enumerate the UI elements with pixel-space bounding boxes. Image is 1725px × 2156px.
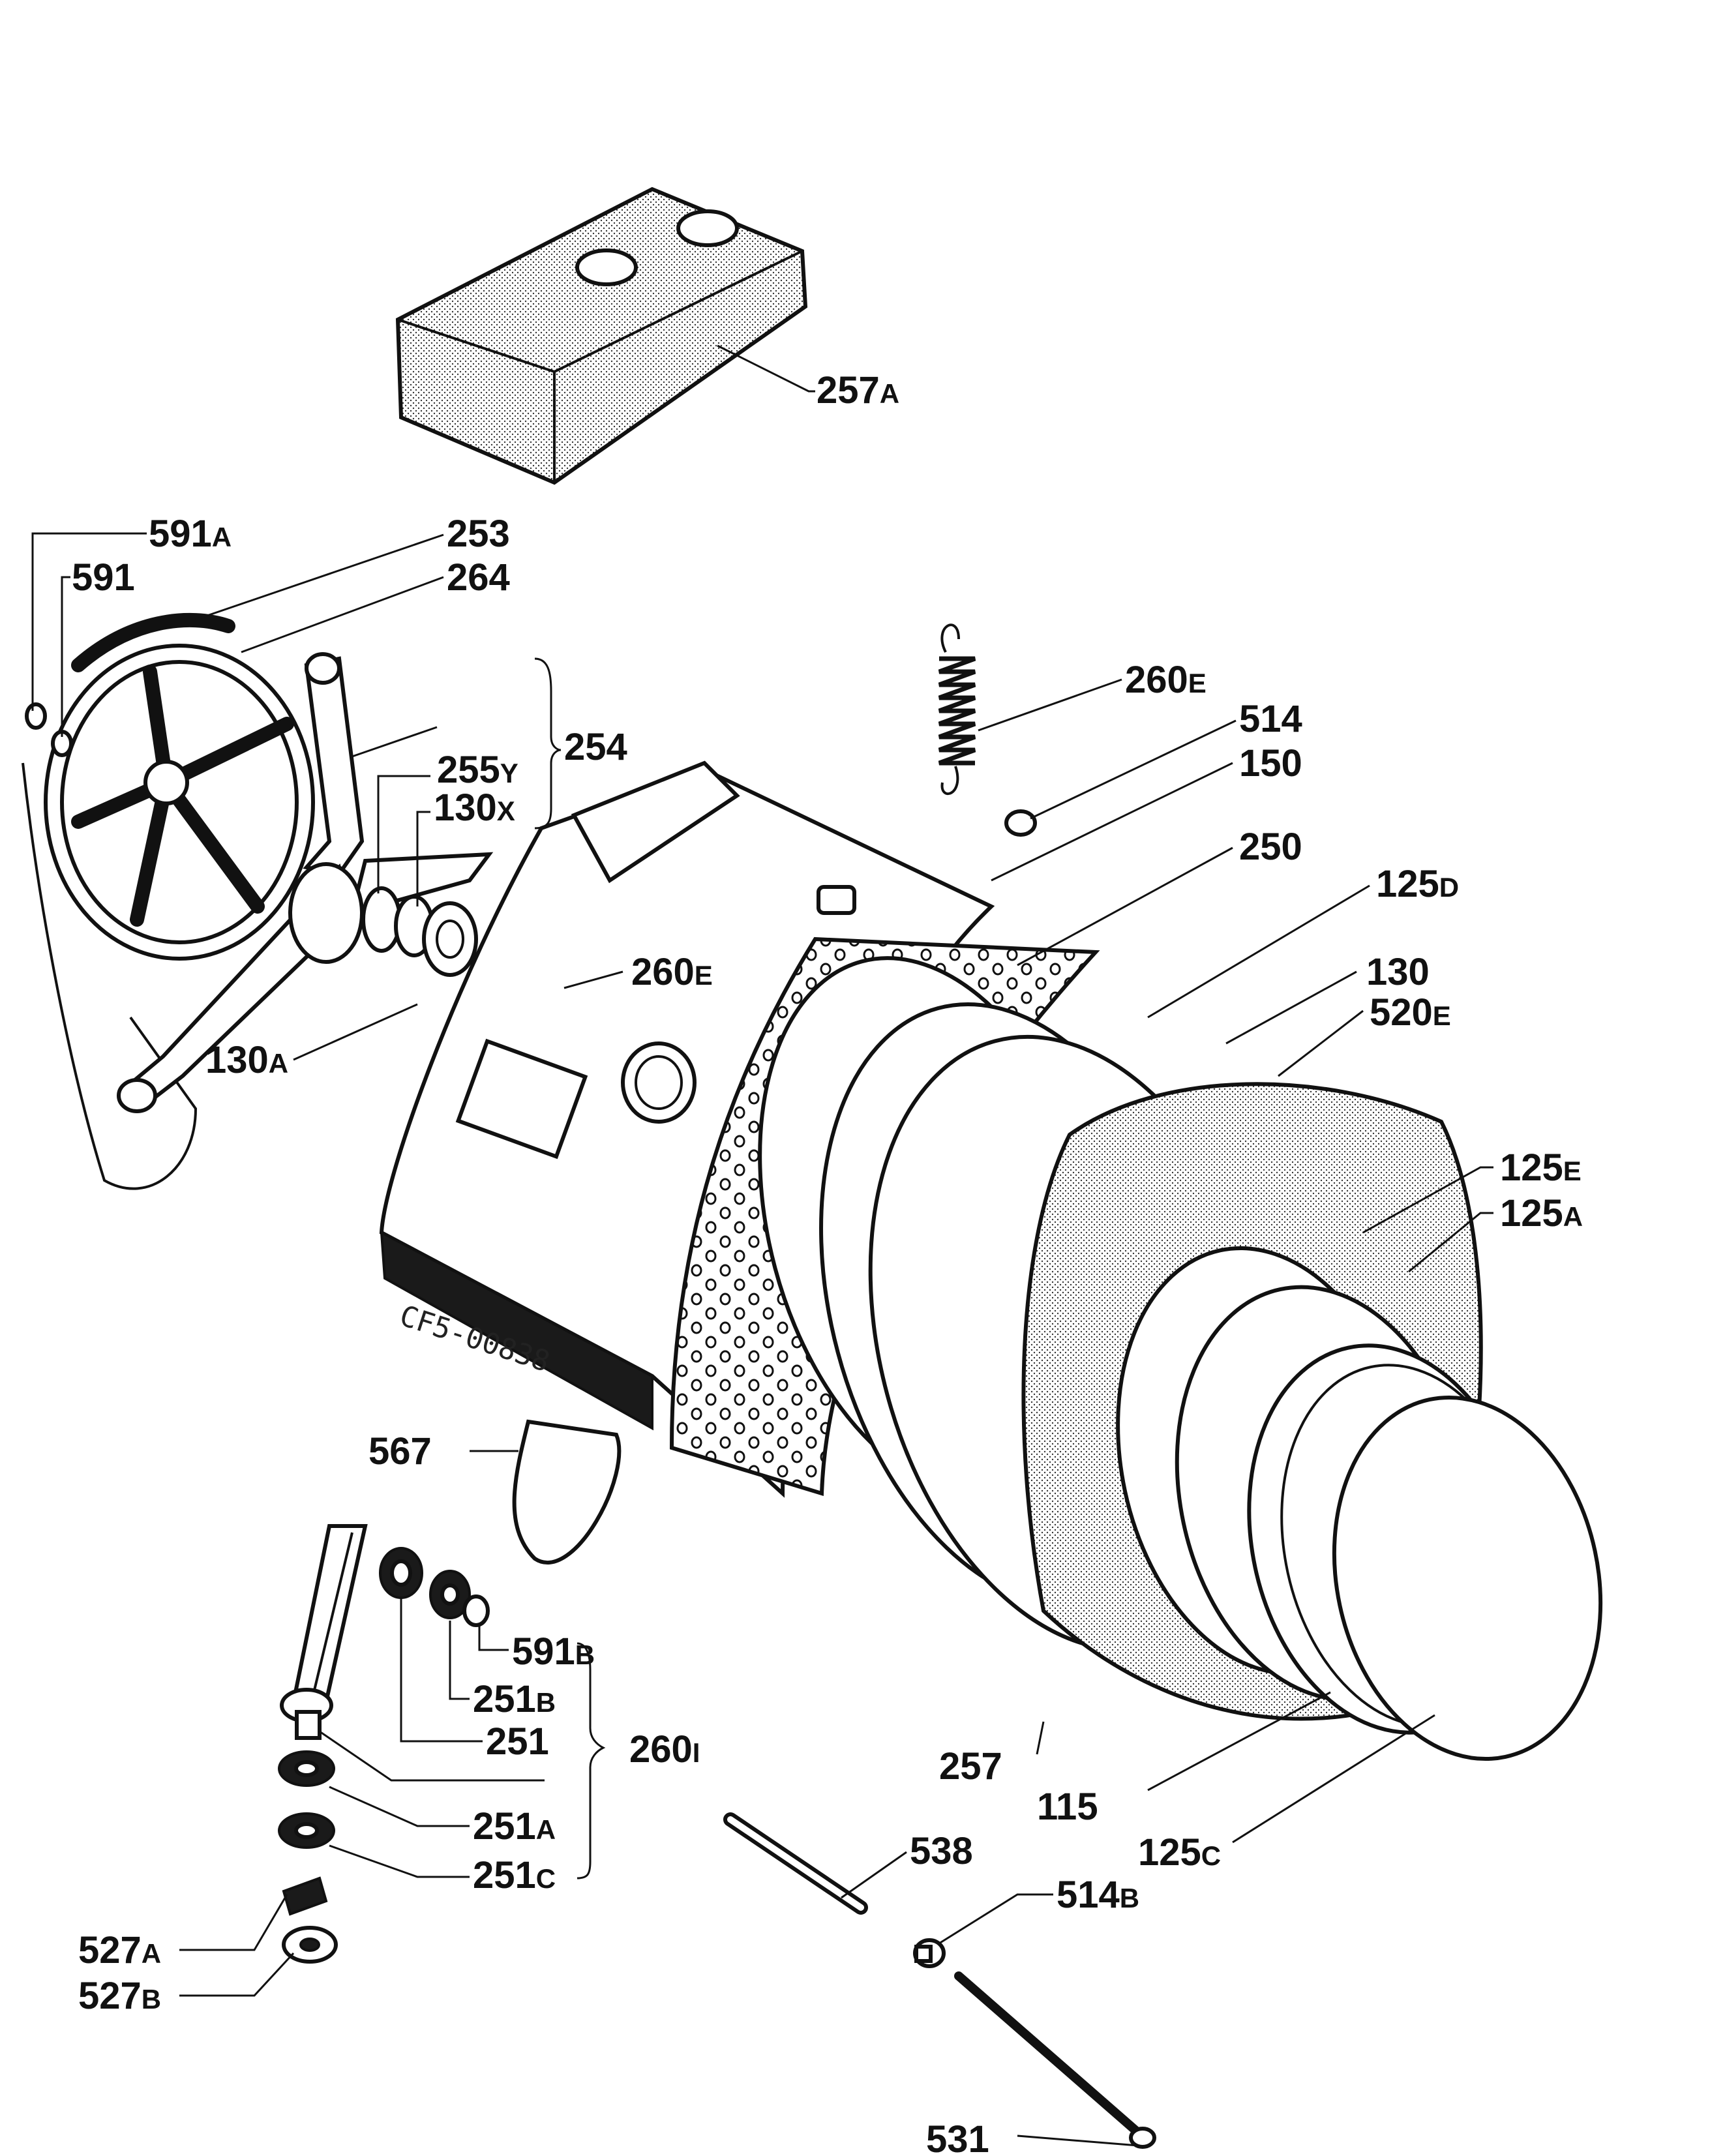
grommet-top [1004, 809, 1037, 837]
label-514: 514 [1239, 698, 1302, 740]
seal-clamp-rings [1247, 1343, 1603, 1761]
label-527b: 527B [78, 1975, 161, 2017]
label-115: 115 [1037, 1786, 1098, 1828]
counterweight-top [395, 187, 808, 485]
label-130x: 130X [434, 786, 515, 829]
label-251c: 251C [473, 1854, 556, 1896]
label-264: 264 [447, 556, 510, 599]
damper-grommets [278, 1750, 338, 1964]
label-253: 253 [447, 513, 510, 555]
label-260e-top: 260E [1125, 659, 1207, 701]
label-125c: 125C [1138, 1831, 1221, 1874]
drum-spider-arm [117, 652, 494, 1113]
damper-bolt [954, 1971, 1156, 2149]
drum-pulley [44, 644, 315, 961]
label-527a: 527A [78, 1929, 161, 1971]
label-125e: 125E [1500, 1146, 1582, 1189]
label-260e-middle: 260E [631, 951, 713, 993]
shock-absorber [280, 1524, 368, 1740]
label-591: 591 [72, 556, 135, 599]
damper-pin [723, 1812, 868, 1915]
damper-bushings [379, 1547, 490, 1627]
label-251: 251 [486, 1720, 549, 1763]
grommet-bottom [913, 1938, 946, 1968]
label-257: 257 [939, 1745, 1002, 1788]
label-591b: 591B [512, 1630, 595, 1673]
label-531: 531 [926, 2118, 989, 2156]
label-520e: 520E [1370, 991, 1451, 1034]
label-254: 254 [564, 726, 627, 768]
pulley-nut-and-washer [25, 702, 73, 757]
leader-lines [31, 344, 1493, 2147]
label-251a: 251A [473, 1805, 556, 1848]
label-130: 130 [1366, 951, 1430, 993]
label-150: 150 [1239, 742, 1302, 785]
label-514b: 514B [1057, 1874, 1139, 1916]
label-250: 250 [1239, 826, 1302, 868]
tub-bracket [512, 1419, 622, 1565]
drive-belt [22, 612, 235, 1190]
label-255y: 255Y [437, 749, 518, 791]
drum-shaft-bearings [361, 886, 478, 977]
label-251b: 251B [473, 1678, 556, 1720]
part-labels: 257A 591A 591 253 264 255Y 254 130X 260E… [72, 369, 1583, 2156]
label-591a: 591A [149, 513, 232, 555]
label-257a: 257A [817, 369, 899, 412]
suspension-spring-top [938, 623, 976, 796]
label-125a: 125A [1500, 1192, 1583, 1235]
label-567: 567 [368, 1430, 432, 1473]
label-130a: 130A [205, 1039, 288, 1081]
label-260i: 260I [629, 1728, 700, 1771]
label-538: 538 [910, 1830, 973, 1872]
label-125d: 125D [1376, 863, 1459, 905]
